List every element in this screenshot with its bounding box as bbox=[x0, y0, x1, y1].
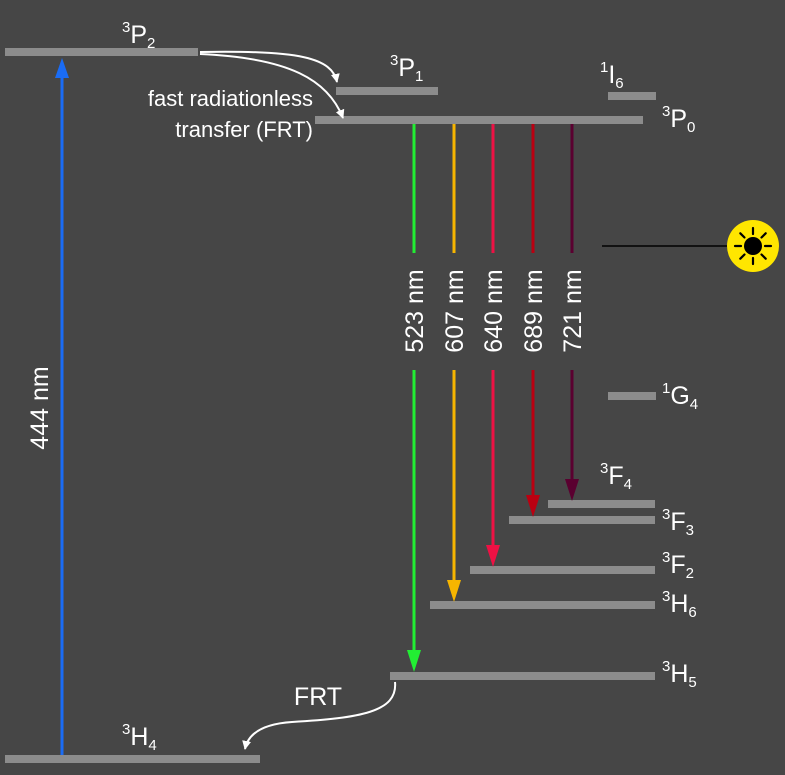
frt-arrows bbox=[199, 50, 397, 750]
emission-label-607: 607 nm bbox=[441, 269, 469, 352]
level-label-3P2: 3P2 bbox=[122, 19, 155, 52]
emission-label-721: 721 nm bbox=[559, 269, 587, 352]
level-bars bbox=[5, 48, 656, 763]
frt-arrow-to-3H4 bbox=[242, 681, 397, 750]
level-bar-3P1 bbox=[336, 87, 438, 95]
emission-arrows: 523 nm 607 nm 640 nm 689 nm 721 nm bbox=[401, 124, 587, 672]
level-label-3F2: 3F2 bbox=[662, 549, 694, 582]
emission-arrowhead-523 bbox=[407, 650, 421, 672]
excitation-arrowhead bbox=[55, 58, 69, 78]
level-bar-3P0 bbox=[315, 116, 643, 124]
level-label-3H6: 3H6 bbox=[662, 588, 697, 621]
level-label-3H4: 3H4 bbox=[122, 721, 157, 754]
level-label-3F3: 3F3 bbox=[662, 506, 694, 539]
level-labels: 3P2 3P1 1I6 3P0 1G4 3F4 3F3 3F2 3H6 3H5 … bbox=[122, 19, 698, 754]
frt-label-line2: transfer (FRT) bbox=[175, 117, 313, 142]
emission-label-640: 640 nm bbox=[480, 269, 508, 352]
level-label-1G4: 1G4 bbox=[662, 380, 698, 413]
level-label-3P0: 3P0 bbox=[662, 103, 695, 136]
excitation-arrow: 444 nm bbox=[26, 58, 69, 755]
level-bar-3F4 bbox=[548, 500, 655, 508]
excitation-label: 444 nm bbox=[26, 366, 54, 449]
emission-arrowhead-689 bbox=[526, 495, 540, 517]
level-label-1I6: 1I6 bbox=[600, 59, 624, 92]
laser-sun-icon bbox=[727, 220, 779, 272]
emission-label-523: 523 nm bbox=[401, 269, 429, 352]
level-bar-3H6 bbox=[430, 601, 655, 609]
frt-arrow-to-3P1 bbox=[199, 50, 340, 83]
frt-label-short: FRT bbox=[294, 683, 342, 711]
level-bar-3F2 bbox=[470, 566, 655, 574]
level-bar-3F3 bbox=[509, 516, 655, 524]
emission-arrowhead-607 bbox=[447, 580, 461, 602]
emission-label-689: 689 nm bbox=[520, 269, 548, 352]
level-label-3H5: 3H5 bbox=[662, 658, 697, 691]
frt-label-line1: fast radiationless bbox=[148, 86, 313, 111]
level-bar-3H4 bbox=[5, 755, 260, 763]
level-bar-1G4 bbox=[608, 392, 656, 400]
level-bar-3H5 bbox=[390, 672, 655, 680]
level-label-3P1: 3P1 bbox=[390, 52, 423, 85]
level-label-3F4: 3F4 bbox=[600, 460, 632, 493]
level-bar-3P2 bbox=[5, 48, 198, 56]
frt-arrow-to-3P0 bbox=[199, 53, 345, 119]
emission-arrowhead-721 bbox=[565, 479, 579, 501]
emission-arrowhead-640 bbox=[486, 545, 500, 567]
level-bar-1I6 bbox=[608, 92, 656, 100]
